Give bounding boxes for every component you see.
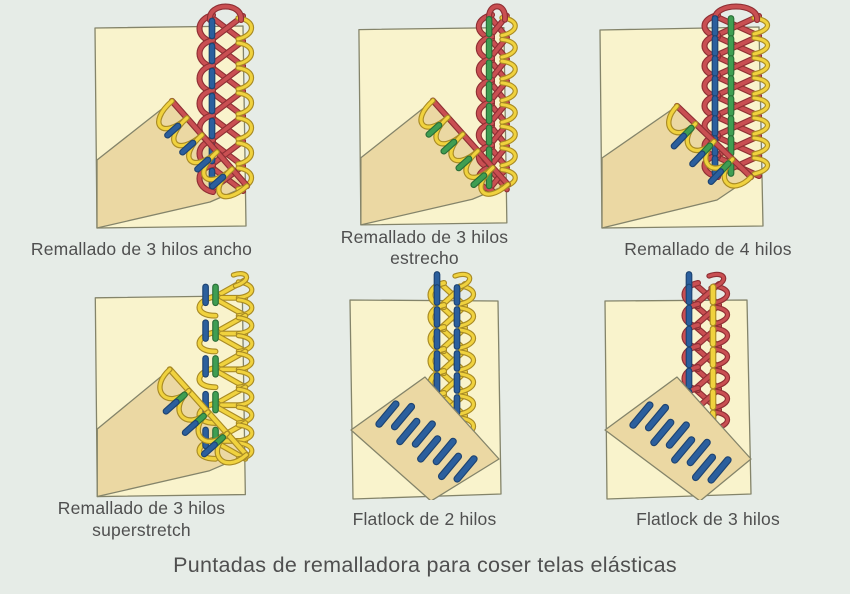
overlock-3-narrow-illustration [358,3,518,226]
page-title: Puntadas de remalladora para coser telas… [173,553,677,577]
overlock-3-wide-illustration [94,3,255,229]
panel-caption: Flatlock de 2 hilos [352,509,497,530]
panel-caption: Remallado de 3 hilos estrecho [340,226,509,269]
panel-overlock-3-narrow: Remallado de 3 hilos estrecho [283,0,566,270]
panel-flatlock-3: Flatlock de 3 hilos [566,270,850,542]
panel-grid: Remallado de 3 hilos ancho Remallado de … [0,0,850,542]
panel-overlock-3-wide: Remallado de 3 hilos ancho [0,0,283,270]
flatlock-3-illustration [603,271,752,500]
panel-caption: Remallado de 3 hilos ancho [30,239,253,260]
panel-caption: Flatlock de 3 hilos [636,509,780,530]
panel-flatlock-2: Flatlock de 2 hilos [283,270,566,542]
superstretch-3-illustration [94,271,255,498]
overlock-4-illustration [598,3,770,229]
panel-overlock-4: Remallado de 4 hilos [566,0,850,270]
panel-superstretch-3: Remallado de 3 hilos superstretch [0,270,283,542]
flatlock-2-illustration [349,271,502,500]
panel-caption: Remallado de 4 hilos [624,239,792,260]
panel-caption: Remallado de 3 hilos superstretch [57,498,226,541]
